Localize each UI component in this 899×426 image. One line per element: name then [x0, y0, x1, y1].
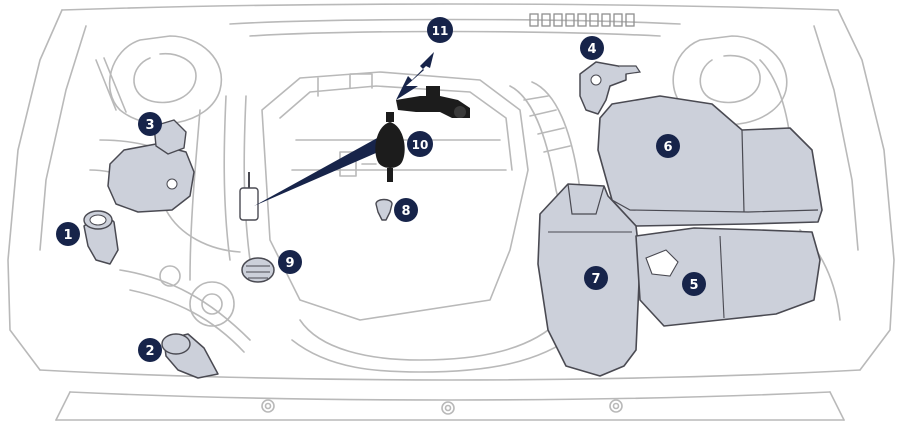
callout-label-10: 10 — [412, 138, 429, 152]
callout-label-11: 11 — [432, 24, 449, 38]
reservoir-cap-1 — [83, 210, 119, 265]
callout-badge-2: 2 — [138, 338, 162, 362]
pointer-wedge — [254, 132, 392, 206]
callout-label-7: 7 — [591, 272, 600, 287]
callout-label-3: 3 — [145, 118, 154, 133]
callout-label-8: 8 — [401, 204, 410, 219]
oil-filler-cap — [241, 257, 275, 283]
callout-label-9: 9 — [285, 256, 294, 271]
callout-badge-10: 10 — [407, 131, 433, 157]
callout-badge-11: 11 — [427, 17, 453, 43]
air-sensor — [579, 61, 642, 115]
callout-label-2: 2 — [145, 344, 154, 359]
callout-badge-8: 8 — [394, 198, 418, 222]
cowl-grille — [529, 13, 635, 27]
washer-reservoir-cap — [161, 333, 219, 379]
callout-badge-9: 9 — [278, 250, 302, 274]
callout-badge-5: 5 — [682, 272, 706, 296]
callout-badge-4: 4 — [580, 36, 604, 60]
expansion-tank — [107, 119, 195, 213]
fuel-connector — [396, 86, 470, 118]
callout-label-1: 1 — [63, 228, 72, 243]
callout-badge-1: 1 — [56, 222, 80, 246]
callout-badge-6: 6 — [656, 134, 680, 158]
callout-label-6: 6 — [663, 140, 672, 155]
arrow-11 — [396, 52, 434, 100]
callout-label-5: 5 — [689, 278, 698, 293]
hand-pump — [375, 112, 405, 182]
engine-cap-8 — [375, 198, 393, 221]
callout-label-4: 4 — [587, 42, 596, 57]
dipstick-handle — [239, 172, 259, 221]
callout-badge-7: 7 — [584, 266, 608, 290]
fuse-box — [635, 227, 821, 327]
callout-badge-3: 3 — [138, 112, 162, 136]
air-filter-housing — [597, 95, 823, 227]
